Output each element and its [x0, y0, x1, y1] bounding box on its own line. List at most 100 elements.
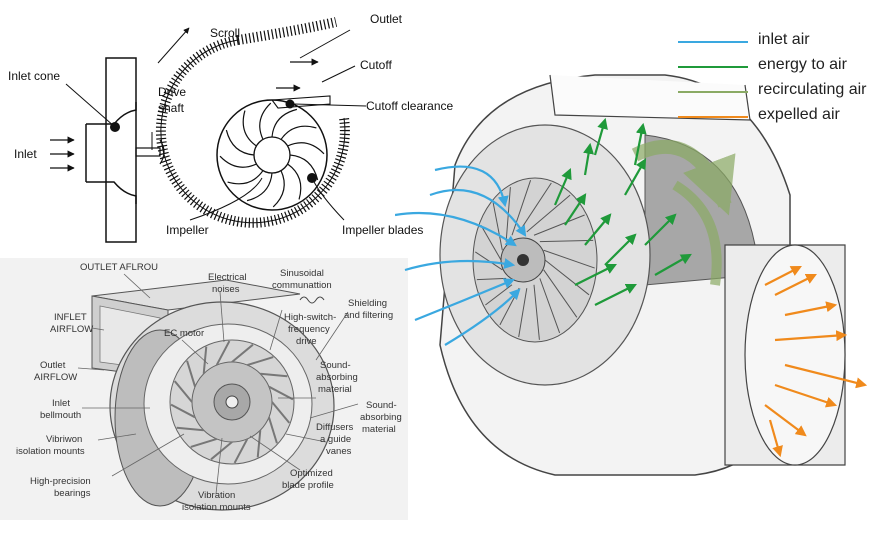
recirculating-air-arrow: [631, 139, 736, 216]
ec-impeller-blade: [260, 372, 288, 378]
outlet-opening: [744, 244, 846, 466]
ec-impeller-blade: [231, 343, 254, 363]
label-sound-1: Sound-: [320, 360, 351, 371]
side-plate: [105, 57, 137, 243]
ec-fan-illustration: OUTLET AFLROU INFLET AIRFLOW Outlet AIRF…: [0, 258, 408, 520]
label-diffusers: Diffusers: [316, 422, 354, 433]
impeller-blade: [227, 170, 264, 185]
label-high-precision: High-precision: [30, 476, 91, 487]
label-sinusoidal: Sinusoidal: [280, 268, 324, 279]
cutaway-impeller-blade: [492, 202, 503, 251]
label-high-switch: High-switch-: [284, 312, 336, 323]
label-inlet: Inlet: [52, 398, 70, 409]
label-cutoff-clearance: Cutoff clearance: [366, 99, 453, 113]
label-outlet-airflow: AIRFLOW: [34, 372, 77, 383]
legend-item-recirculating-air: recirculating air: [678, 80, 878, 105]
cutaway-impeller-blade: [543, 269, 578, 318]
legend-swatch-recirculating-air: [678, 91, 748, 93]
fan-schematic-diagram: Scroll Outlet Inlet cone Drive shaft Cut…: [0, 0, 460, 255]
ec-impeller-blade: [210, 441, 233, 461]
impeller-blade: [287, 163, 302, 200]
impeller-blade: [272, 170, 285, 208]
ec-impeller-blade: [190, 437, 217, 448]
ec-impeller-blade: [233, 438, 249, 464]
ec-impeller-blade: [267, 417, 278, 444]
label-cutoff: Cutoff: [360, 58, 392, 72]
legend: inlet air energy to air recirculating ai…: [678, 30, 878, 130]
label-absorbing-1: absorbing: [316, 372, 358, 383]
label-optimized: Optimized: [290, 468, 333, 479]
impeller-blade: [242, 110, 257, 147]
label-shaft: shaft: [158, 101, 185, 115]
impeller-blade: [259, 102, 272, 140]
inlet-arrows: [50, 136, 75, 172]
cutaway-impeller-blade: [518, 288, 528, 338]
label-a-guide: a guide: [320, 434, 351, 445]
label-sound-2: Sound-: [366, 400, 397, 411]
cutaway-impeller-blade: [518, 182, 552, 233]
label-impeller: Impeller: [166, 223, 209, 237]
label-vibration: Vibration: [198, 490, 235, 501]
label-absorbing-2: absorbing: [360, 412, 402, 423]
schematic-drawing: Scroll Outlet Inlet cone Drive shaft Cut…: [8, 12, 453, 243]
impeller-blade: [246, 172, 273, 202]
impeller-blade: [271, 108, 298, 138]
cutaway-impeller-blade: [476, 277, 507, 281]
ec-impeller-blade: [173, 380, 193, 403]
drive-shaft: [135, 147, 161, 157]
ec-impeller-blade: [202, 346, 208, 374]
legend-swatch-energy-to-air: [678, 66, 748, 68]
label-vanes: vanes: [326, 446, 352, 457]
label-and-filtering: and filtering: [344, 310, 393, 321]
impeller-blade: [287, 142, 325, 155]
label-vibriwon: Vibriwon: [46, 434, 82, 445]
label-shielding: Shielding: [348, 298, 387, 309]
label-vibration-mounts: isolation mounts: [182, 502, 251, 513]
ec-impeller-blade: [271, 401, 291, 424]
sine-wave-icon: [299, 296, 325, 304]
impeller-blade: [225, 129, 255, 156]
label-inlet-cone: Inlet cone: [8, 69, 60, 83]
inlet-air-arrows: [394, 165, 527, 346]
label-ec-motor: EC motor: [164, 328, 204, 339]
ec-impeller-blade: [247, 356, 274, 367]
label-outlet: Outlet: [370, 12, 403, 26]
label-material-2: material: [362, 424, 396, 435]
expelled-air-arrows: [764, 265, 868, 458]
label-drive: Drive: [158, 85, 186, 99]
ec-impeller: [169, 339, 295, 465]
label-scroll: Scroll: [210, 26, 240, 40]
label-inflet: INFLET: [54, 312, 87, 323]
label-inflet-airflow: AIRFLOW: [50, 324, 93, 335]
label-electrical: Electrical: [208, 272, 247, 283]
legend-item-expelled-air: expelled air: [678, 105, 878, 130]
label-outlet: Outlet: [40, 360, 66, 371]
cutaway-impeller-blade: [511, 180, 532, 236]
inlet-cone-shape: [85, 102, 137, 204]
label-bellmouth: bellmouth: [40, 410, 81, 421]
ec-impeller-blade: [268, 385, 294, 401]
label-inlet: Inlet: [14, 147, 37, 161]
label-vibriwon-mounts: isolation mounts: [16, 446, 85, 457]
legend-label: recirculating air: [758, 81, 867, 98]
energy-to-air-arrows: [553, 117, 692, 306]
cutaway-impeller-blade: [539, 239, 594, 243]
legend-label: expelled air: [758, 106, 840, 123]
legend-swatch-inlet-air: [678, 41, 748, 43]
cutoff: [270, 95, 331, 109]
label-material-1: material: [318, 384, 352, 395]
legend-label: energy to air: [758, 56, 847, 73]
ec-impeller-blade: [186, 360, 197, 387]
cutaway-impeller-blade: [544, 259, 590, 296]
cutaway-impeller-blade: [526, 194, 571, 233]
legend-swatch-expelled-air: [678, 116, 748, 118]
ec-impeller-blade: [256, 430, 262, 458]
ec-impeller-blade: [170, 403, 196, 419]
legend-item-inlet-air: inlet air: [678, 30, 878, 55]
label-outlet-aflrou: OUTLET AFLROU: [80, 262, 158, 273]
scroll-housing: [155, 35, 350, 228]
label-blade-profile: blade profile: [282, 480, 334, 491]
legend-label: inlet air: [758, 31, 810, 48]
cutaway-impeller-blade: [533, 214, 585, 236]
legend-item-energy-to-air: energy to air: [678, 55, 878, 80]
